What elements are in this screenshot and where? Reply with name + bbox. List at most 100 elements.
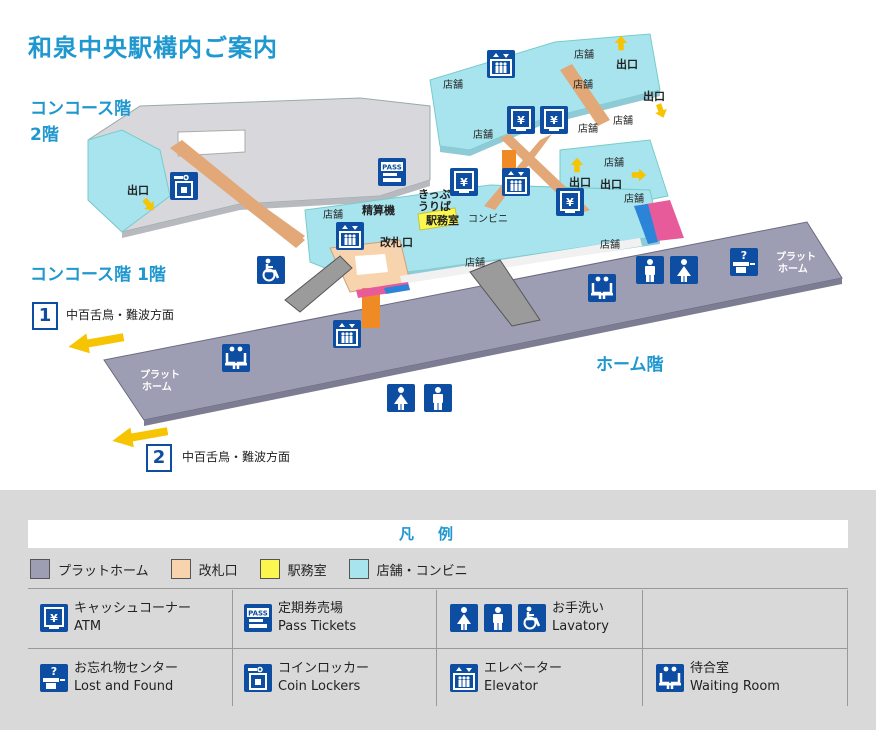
atm-icon [556,188,584,216]
exit-label: 出口 [643,90,665,103]
station-map: 和泉中央駅構内ご案内 コンコース階 2階 コンコース階 1階 ホーム階 店舗 店… [28,33,843,472]
shop-label: 店舗 [473,130,493,141]
escalator-right [469,259,541,327]
legend-swatch-row: プラットホーム 改札口 駅務室 店舗・コンビニ [30,558,490,580]
legend-item-lost-found: お忘れ物センター Lost and Found [40,660,178,696]
direction-1-number: 1 [32,302,58,330]
elevator-icon [450,664,478,692]
shop-label: 店舗 [323,210,343,221]
shop-label: 店舗 [574,50,594,61]
legend-item-atm: キャッシュコーナー ATM [40,600,191,636]
shop-label: 店舗 [465,258,485,269]
map-title: 和泉中央駅構内ご案内 [28,34,278,62]
floor-label-concourse-1f: コンコース階 1階 [30,265,166,285]
legend-item-jp: エレベーター [484,661,563,676]
swatch-office [259,559,280,579]
female-toilet-icon [387,384,415,412]
female-toilet-icon [450,604,478,632]
escalator-left [284,255,353,313]
locker-icon [170,172,198,200]
platform-label: プラット [140,370,180,381]
concourse-1f-white-strip [400,238,642,284]
shop-label: 店舗 [573,80,593,91]
elevator-icon [487,50,515,78]
pass-icon [378,158,406,186]
legend-item-jp: キャッシュコーナー [74,601,192,616]
elevator-shaft-west [362,288,380,328]
legend-item-jp: 待合室 [690,661,730,676]
legend-heading: 凡例 [28,520,848,548]
legend-divider [28,648,848,649]
fare-adjustment-label: 精算機 [362,204,395,217]
legend-item-en: ATM [74,619,102,634]
ticket-sales-label-2: うりば [418,200,451,213]
shop-label: 店舗 [604,158,624,169]
swatch-label: プラットホーム [58,563,149,579]
legend-item-pass: 定期券売場 Pass Tickets [244,600,356,636]
legend-item-waiting-room: 待合室 Waiting Room [656,660,780,696]
legend-item-en: Pass Tickets [278,619,357,634]
swatch-shop [348,559,369,579]
lost-found-icon [40,664,68,692]
legend-item-jp: コインロッカー [278,661,370,676]
platform-label-2: ホーム [778,264,808,275]
legend-item-jp: お手洗い [552,601,605,616]
shop-label: 店舗 [443,80,463,91]
station-office-label: 駅務室 [426,214,459,227]
exit-arrow-icon [568,156,586,174]
legend-divider [28,588,848,589]
map-floor-plan [87,33,843,426]
floor-label-platform: ホーム階 [596,355,664,375]
legend-item-en: Lost and Found [74,679,174,694]
swatch-label: 改札口 [198,563,238,579]
legend-item-jp: お忘れ物センター [74,661,179,676]
stair-2 [240,198,305,244]
stair-5 [560,64,610,126]
exit-label: 出口 [600,178,622,191]
legend-divider [436,590,437,706]
legend-item-en: Coin Lockers [278,679,361,694]
exit-arrow-icon [630,166,648,184]
legend-divider [847,590,848,706]
elevator-icon [333,320,361,348]
elevator-icon [336,222,364,250]
shop-label: 店舗 [613,116,633,127]
legend-item-jp: 定期券売場 [278,601,344,616]
locker-icon [244,664,272,692]
legend-item-en: Waiting Room [690,679,780,694]
floor-label-2f: 2階 [30,125,59,145]
atm-icon [507,106,535,134]
atm-icon [540,106,568,134]
waiting-room-icon [656,664,684,692]
ticket-gate-label: 改札口 [380,236,413,249]
legend-divider [232,590,233,706]
legend-item-elevator: エレベーター Elevator [450,660,562,696]
direction-1-text: 中百舌鳥・難波方面 [66,308,175,322]
legend-item-lockers: コインロッカー Coin Lockers [244,660,369,696]
female-toilet-icon [670,256,698,284]
male-toilet-icon [484,604,512,632]
legend-item-en: Elevator [484,679,538,694]
floor-label-concourse-2f: コンコース階 [30,99,132,119]
exit-arrow-icon [612,34,630,52]
exit-label: 出口 [616,58,638,71]
atm-icon [450,168,478,196]
exit-label: 出口 [127,184,149,197]
station-office [417,207,459,231]
wheelchair-icon [518,604,546,632]
platform-label: プラット [776,252,816,263]
swatch-gate [170,559,191,579]
shop-label: 店舗 [600,240,620,251]
swatch-label: 店舗・コンビニ [376,563,468,579]
male-toilet-icon [424,384,452,412]
direction-2-number: 2 [146,444,172,472]
lost-found-icon [730,248,758,276]
swatch-platform [30,559,50,579]
pass-icon [244,604,272,632]
swatch-label: 駅務室 [287,563,327,579]
legend-divider [642,590,643,706]
atm-icon [40,604,68,632]
waiting-room-icon [588,274,616,302]
